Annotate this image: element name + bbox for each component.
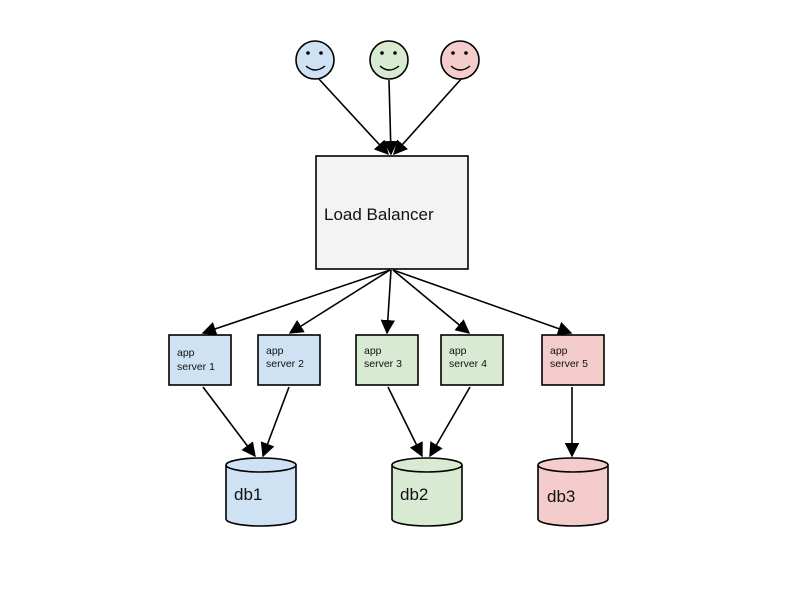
app-server-1: app server 1 — [168, 334, 232, 386]
user-1-to-load-balancer-arrow — [317, 77, 389, 156]
load-balancer-to-server-3-arrow — [380, 269, 396, 335]
load-balancer-label: Load Balancer — [324, 205, 434, 224]
database-db2: db2 — [391, 457, 463, 527]
app-server-2-label-line1: app — [266, 345, 284, 357]
app-server-4: app server 4 — [440, 334, 504, 386]
load-balancer-to-server-5-arrow — [392, 269, 573, 336]
db3-label: db3 — [547, 487, 575, 506]
database-db3: db3 — [537, 457, 609, 527]
load-balancer-to-server-2-arrow — [288, 269, 391, 334]
load-balancer-to-server-1-arrow — [201, 269, 391, 336]
app-server-2: app server 2 — [257, 334, 321, 386]
app-server-5-label-line2: server 5 — [550, 358, 588, 370]
server-2-to-db1-arrow — [260, 386, 290, 458]
app-server-5: app server 5 — [541, 334, 605, 386]
app-server-1-label-line2: server 1 — [177, 361, 215, 373]
db2-label: db2 — [400, 485, 428, 504]
database-db1: db1 — [225, 457, 297, 527]
user-3-to-load-balancer-arrow — [393, 77, 463, 156]
app-server-3: app server 3 — [355, 334, 419, 386]
server-3-to-db2-arrow — [387, 386, 423, 458]
app-server-1-label-line1: app — [177, 347, 195, 359]
app-server-3-label-line1: app — [364, 345, 382, 357]
user-smiley-icon-red — [440, 40, 480, 80]
load-balancer-box: Load Balancer — [315, 155, 469, 270]
user-smiley-icon-blue — [295, 40, 335, 80]
server-4-to-db2-arrow — [429, 386, 471, 458]
app-server-4-label-line1: app — [449, 345, 467, 357]
app-server-3-label-line2: server 3 — [364, 358, 402, 370]
app-server-2-label-line2: server 2 — [266, 358, 304, 370]
db1-label: db1 — [234, 485, 262, 504]
app-server-5-label-line1: app — [550, 345, 568, 357]
user-smiley-icon-green — [369, 40, 409, 80]
load-balancer-to-server-4-arrow — [392, 269, 471, 334]
app-server-4-label-line2: server 4 — [449, 358, 487, 370]
user-2-to-load-balancer-arrow — [383, 79, 398, 156]
server-1-to-db1-arrow — [202, 386, 256, 458]
